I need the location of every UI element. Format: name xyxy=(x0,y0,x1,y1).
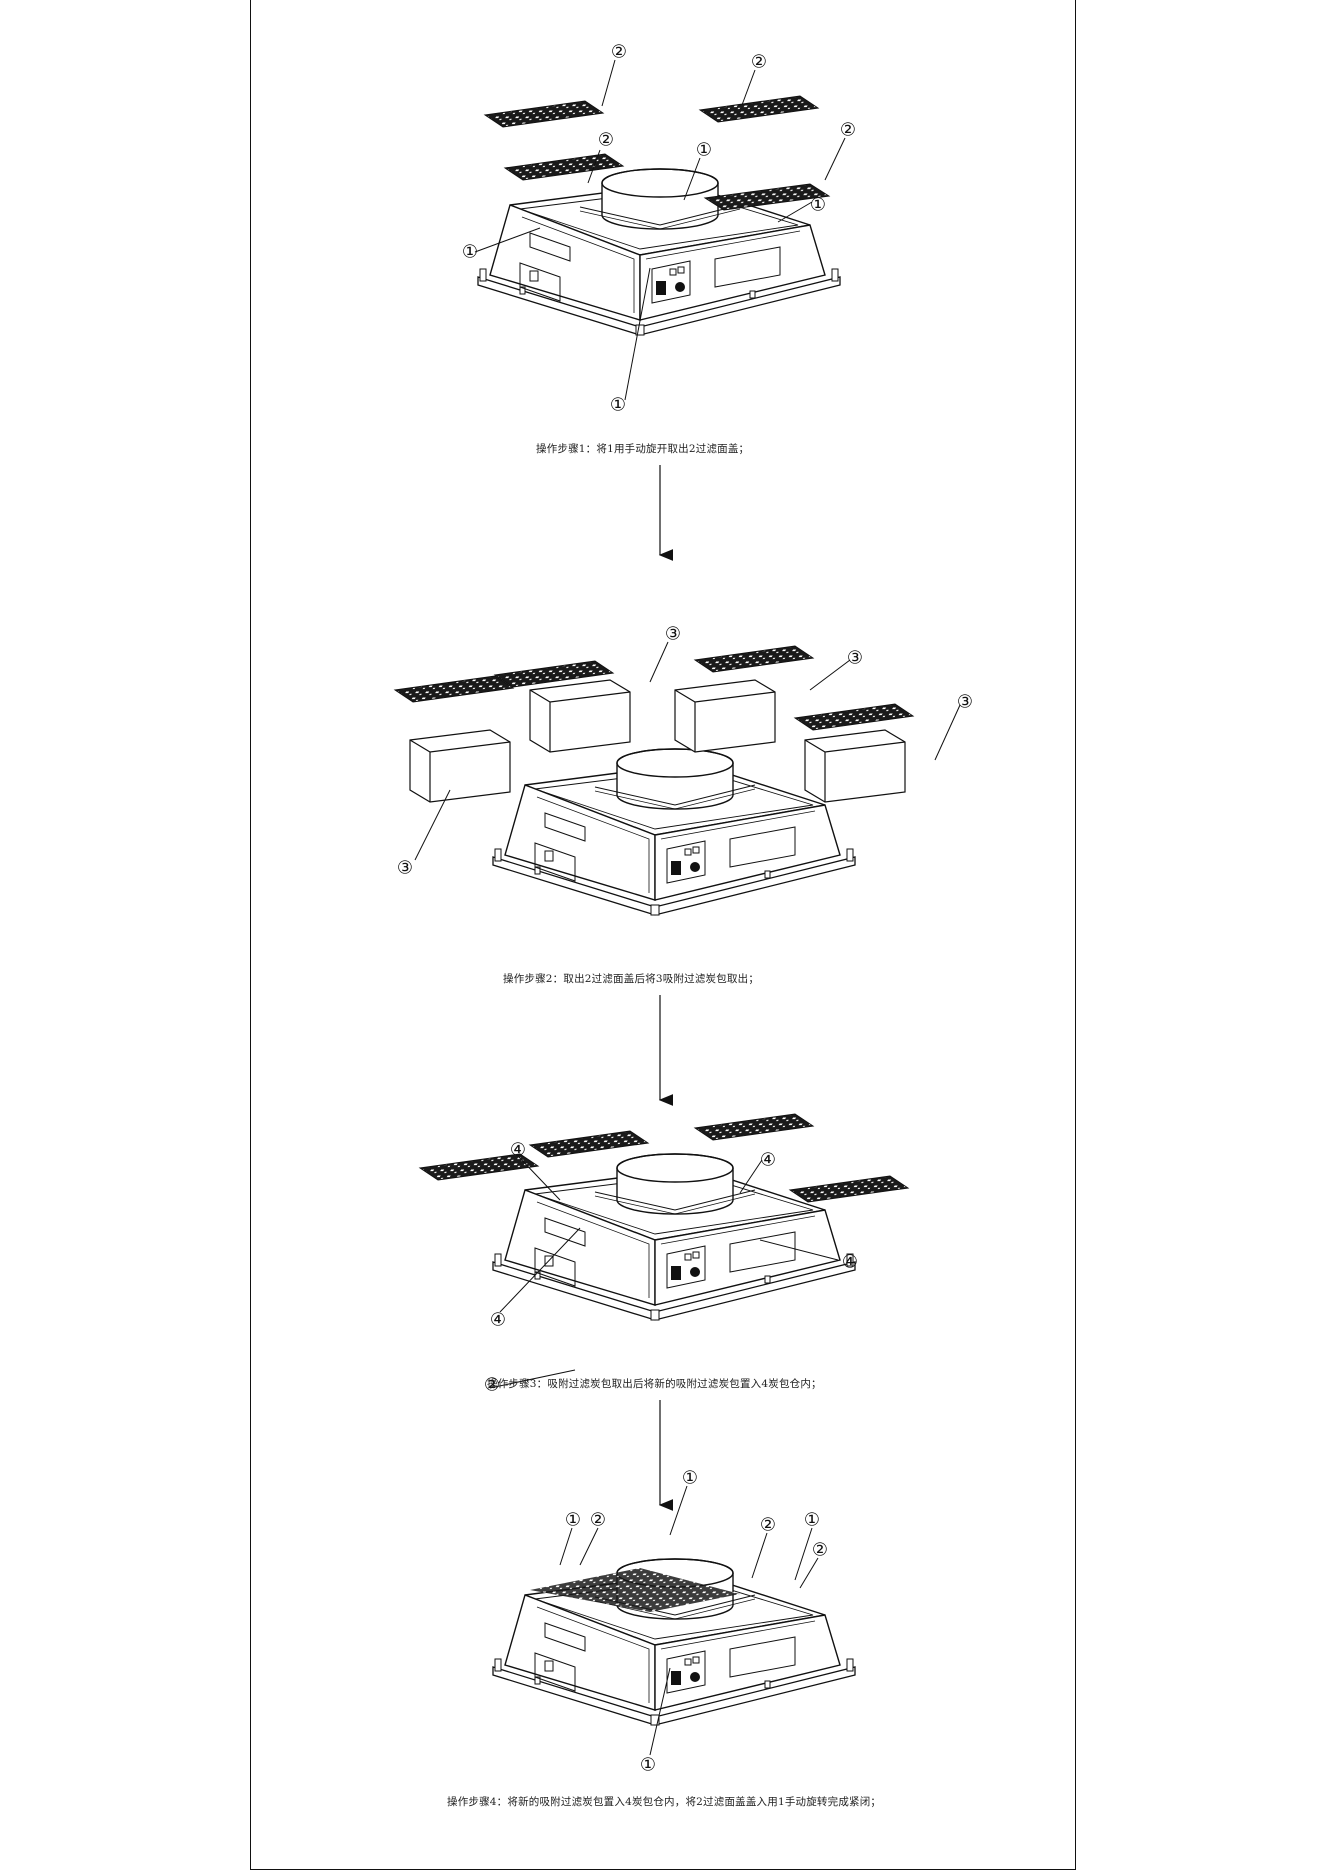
callout-1: ① xyxy=(682,1468,698,1489)
carbon-filter-pack xyxy=(529,679,631,753)
step4-assembly xyxy=(492,1558,856,1726)
drawing-frame xyxy=(250,0,1076,1870)
callout-4: ④ xyxy=(490,1310,506,1331)
callout-2: ② xyxy=(760,1515,776,1536)
callout-3: ③ xyxy=(847,648,863,669)
filter-cover-plate xyxy=(484,100,604,128)
step1-caption: 操作步骤1：将1用手动旋开取出2过滤面盖； xyxy=(536,443,750,455)
callout-2: ② xyxy=(751,52,767,73)
callout-4: ④ xyxy=(510,1140,526,1161)
callout-1: ① xyxy=(804,1510,820,1531)
filter-cover-plate xyxy=(504,153,624,181)
step1-assembly xyxy=(477,95,841,336)
callout-3: ③ xyxy=(665,624,681,645)
callout-1: ① xyxy=(462,242,478,263)
callout-4: ④ xyxy=(842,1252,858,1273)
callout-1: ① xyxy=(610,395,626,416)
callout-1: ① xyxy=(696,140,712,161)
step3-caption: 操作步骤3：吸附过滤炭包取出后将新的吸附过滤炭包置入4炭包仓内； xyxy=(487,1378,822,1390)
filter-cover-plate xyxy=(529,1130,649,1158)
callout-2: ② xyxy=(590,1510,606,1531)
filter-cover-plate xyxy=(694,1113,814,1141)
step2-assembly xyxy=(394,645,914,916)
filter-cover-plate xyxy=(694,645,814,673)
callout-2: ② xyxy=(840,120,856,141)
callout-3: ③ xyxy=(957,692,973,713)
callout-4: ④ xyxy=(760,1150,776,1171)
callout-2: ② xyxy=(611,42,627,63)
carbon-filter-pack xyxy=(674,679,776,753)
filter-cover-plate xyxy=(789,1175,909,1203)
carbon-filter-pack xyxy=(804,729,906,803)
callout-2: ② xyxy=(812,1540,828,1561)
filter-cover-plate xyxy=(794,703,914,731)
callout-2: ② xyxy=(484,1375,500,1396)
filter-cover-plate xyxy=(394,675,514,703)
callout-3: ③ xyxy=(397,858,413,879)
callout-1: ① xyxy=(640,1755,656,1776)
step4-caption: 操作步骤4：将新的吸附过滤炭包置入4炭包仓内，将2过滤面盖盖入用1手动旋转完成紧… xyxy=(447,1796,882,1808)
callout-1: ① xyxy=(810,195,826,216)
callout-1: ① xyxy=(565,1510,581,1531)
step3-assembly xyxy=(419,1113,909,1321)
filter-cover-plate xyxy=(699,95,819,123)
step2-caption: 操作步骤2：取出2过滤面盖后将3吸附过滤炭包取出； xyxy=(503,973,760,985)
carbon-filter-pack xyxy=(409,729,511,803)
callout-2: ② xyxy=(598,130,614,151)
